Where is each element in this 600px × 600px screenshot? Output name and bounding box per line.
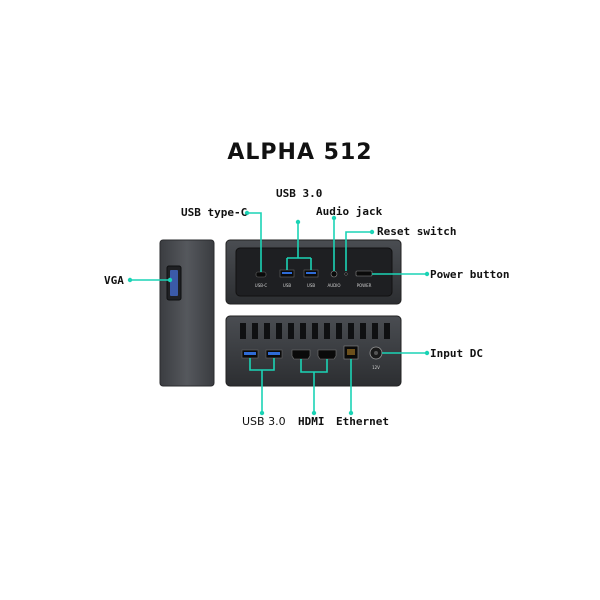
callout-dots [127, 210, 430, 416]
callout-lines [130, 212, 427, 413]
hdmi-label: HDMI [298, 415, 325, 428]
audio-jack-label: Audio jack [316, 205, 383, 218]
dc-port-label: 12V [372, 365, 380, 370]
product-title: ALPHA 512 [227, 140, 373, 165]
power-port-label: POWER [357, 283, 372, 288]
power-button-label: Power button [430, 268, 510, 281]
device-front-view: USB-C USB USB AUDIO POWER [225, 239, 402, 305]
usb-c-port-label: USB-C [255, 283, 268, 288]
audio-port-label: AUDIO [327, 283, 340, 288]
hdmi-port-1 [291, 349, 311, 360]
reset-switch-label: Reset switch [377, 225, 457, 238]
audio-jack [330, 270, 338, 278]
input-dc-label: Input DC [430, 347, 483, 360]
power-button [355, 270, 373, 277]
ethernet-label: Ethernet [336, 415, 389, 428]
vga-port [170, 270, 178, 296]
device-rear-view: 12V [225, 315, 402, 387]
usb-type-c-label: USB type-C [181, 206, 248, 219]
usb-c-port [255, 271, 267, 278]
hdmi-port-2 [317, 349, 337, 360]
device-side-view [159, 239, 215, 387]
vga-label: VGA [104, 274, 124, 287]
usb-port-1-label: USB [283, 283, 291, 288]
rear-vents [240, 323, 390, 339]
usb-port-2-label: USB [307, 283, 315, 288]
usb30-bottom-label: USB 3.0 [242, 415, 286, 428]
reset-switch [344, 272, 348, 276]
usb30-top-label: USB 3.0 [276, 187, 323, 200]
